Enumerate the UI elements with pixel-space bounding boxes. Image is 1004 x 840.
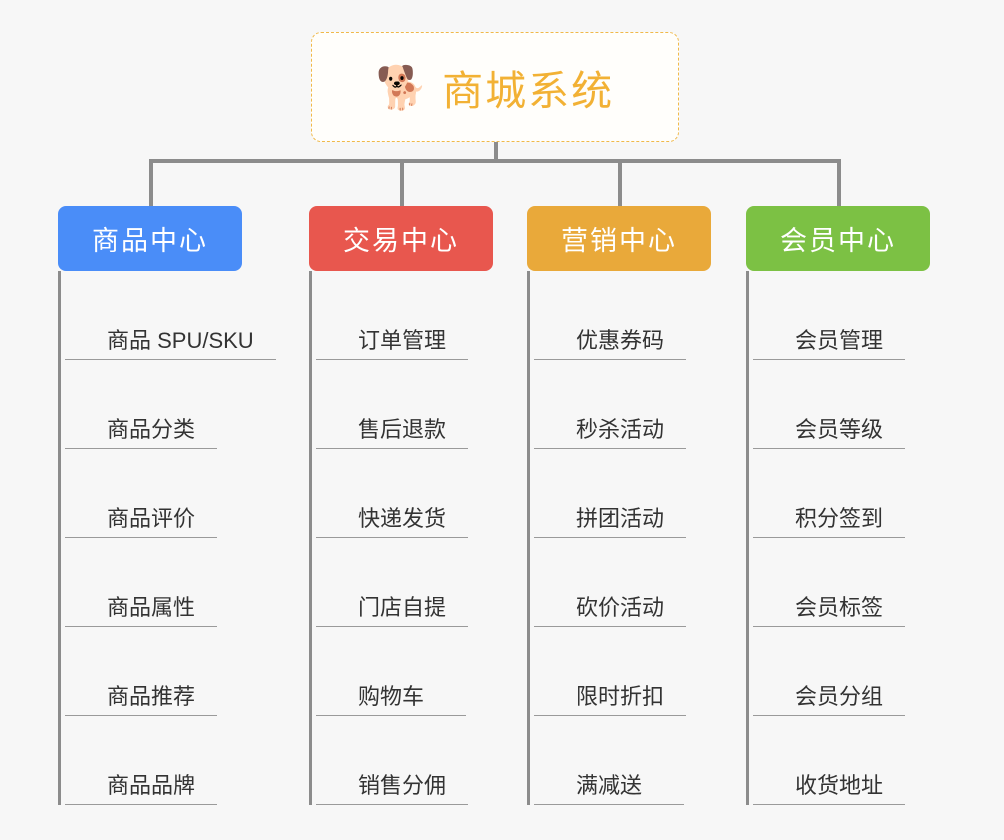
column-header-2[interactable]: 交易中心 (309, 206, 493, 271)
leaf-item[interactable]: 商品评价 (65, 449, 218, 538)
column-items-1: 商品 SPU/SKU 商品分类 商品评价 商品属性 商品推荐 商品品牌 (58, 271, 276, 805)
dog-face-icon: 🐕 (375, 64, 429, 111)
column-title-4: 会员中心 (780, 226, 896, 256)
leaf-item[interactable]: 收货地址 (753, 716, 906, 805)
leaf-item[interactable]: 优惠券码 (534, 271, 687, 360)
connector-drop-2 (400, 159, 404, 206)
column-items-2: 订单管理 售后退款 快递发货 门店自提 购物车 销售分佣 (309, 271, 493, 805)
leaf-item[interactable]: 订单管理 (316, 271, 469, 360)
leaf-item[interactable]: 销售分佣 (316, 716, 469, 805)
connector-bus (149, 159, 841, 163)
leaf-item[interactable]: 商品推荐 (65, 627, 218, 716)
leaf-item[interactable]: 售后退款 (316, 360, 469, 449)
column-title-2: 交易中心 (343, 226, 459, 256)
column-header-4[interactable]: 会员中心 (746, 206, 930, 271)
connector-drop-3 (618, 159, 622, 206)
leaf-item[interactable]: 商品 SPU/SKU (65, 271, 276, 360)
leaf-item[interactable]: 砍价活动 (534, 538, 687, 627)
column-会员中心: 会员中心 会员管理 会员等级 积分签到 会员标签 会员分组 收货地址 (746, 206, 930, 805)
connector-drop-1 (149, 159, 153, 206)
column-items-3: 优惠券码 秒杀活动 拼团活动 砍价活动 限时折扣 满减送 (527, 271, 711, 805)
leaf-item[interactable]: 满减送 (534, 716, 684, 805)
column-items-4: 会员管理 会员等级 积分签到 会员标签 会员分组 收货地址 (746, 271, 930, 805)
column-header-3[interactable]: 营销中心 (527, 206, 711, 271)
root-title: 商城系统 (442, 68, 615, 114)
leaf-item[interactable]: 会员等级 (753, 360, 906, 449)
column-title-1: 商品中心 (92, 226, 208, 256)
leaf-item[interactable]: 限时折扣 (534, 627, 687, 716)
leaf-item[interactable]: 商品品牌 (65, 716, 218, 805)
column-title-3: 营销中心 (561, 226, 677, 256)
leaf-item[interactable]: 拼团活动 (534, 449, 687, 538)
column-交易中心: 交易中心 订单管理 售后退款 快递发货 门店自提 购物车 销售分佣 (309, 206, 493, 805)
column-header-1[interactable]: 商品中心 (58, 206, 242, 271)
leaf-item[interactable]: 会员标签 (753, 538, 906, 627)
leaf-item[interactable]: 会员管理 (753, 271, 906, 360)
leaf-item[interactable]: 积分签到 (753, 449, 906, 538)
leaf-item[interactable]: 会员分组 (753, 627, 906, 716)
leaf-item[interactable]: 商品分类 (65, 360, 218, 449)
leaf-item[interactable]: 购物车 (316, 627, 466, 716)
leaf-item[interactable]: 商品属性 (65, 538, 218, 627)
connector-root-stem (494, 142, 498, 162)
column-营销中心: 营销中心 优惠券码 秒杀活动 拼团活动 砍价活动 限时折扣 满减送 (527, 206, 711, 805)
connector-drop-4 (837, 159, 841, 206)
root-node[interactable]: 🐕 商城系统 (311, 32, 679, 142)
leaf-item[interactable]: 快递发货 (316, 449, 469, 538)
column-商品中心: 商品中心 商品 SPU/SKU 商品分类 商品评价 商品属性 商品推荐 商品品牌 (58, 206, 276, 805)
leaf-item[interactable]: 门店自提 (316, 538, 469, 627)
leaf-item[interactable]: 秒杀活动 (534, 360, 687, 449)
